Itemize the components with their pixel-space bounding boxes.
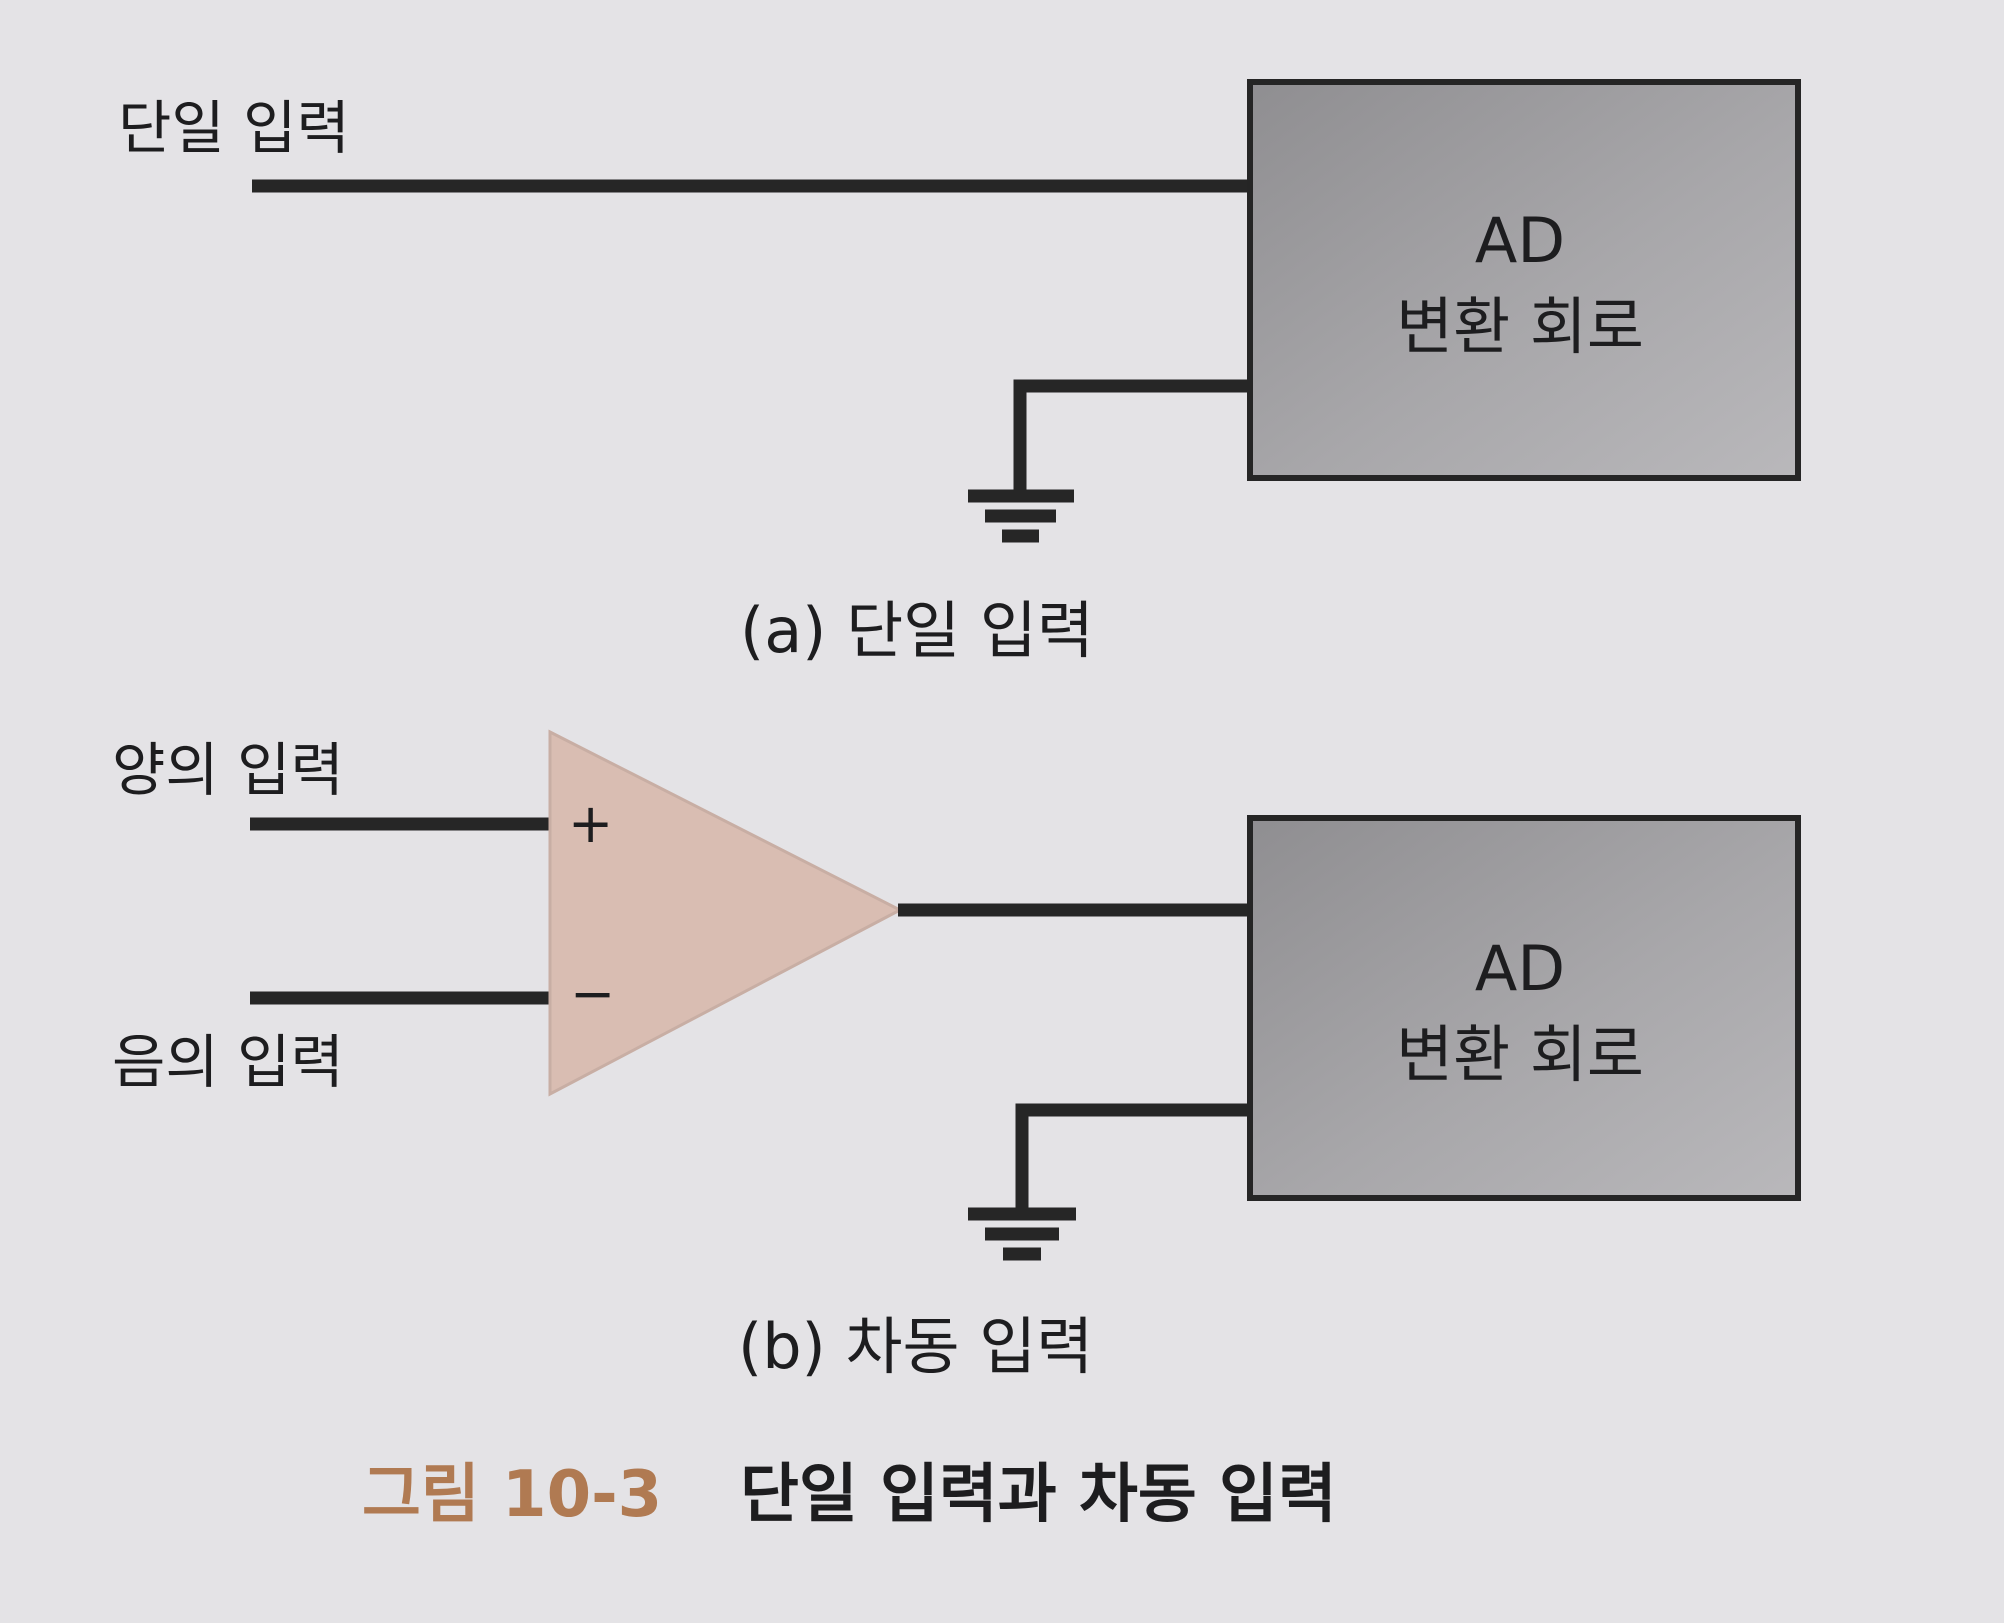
ad-converter-block-a bbox=[1247, 79, 1801, 481]
figure-number: 그림 10-3 bbox=[362, 1458, 662, 1532]
ad-converter-block-a-subtitle: 변환 회로 bbox=[1396, 290, 1644, 363]
ground-wire-b bbox=[1015, 1103, 1250, 1212]
caption-b: (b) 차동 입력 bbox=[738, 1310, 1093, 1383]
caption-a: (a) 단일 입력 bbox=[740, 594, 1094, 667]
diagram-differential-input: 양의 입력 음의 입력 + − AD 변환 회로 (b) 차동 입력 bbox=[112, 729, 1801, 1383]
ground-symbol-b bbox=[968, 1207, 1076, 1261]
ground-symbol-a bbox=[968, 489, 1074, 543]
figure-title: 단일 입력과 차동 입력 bbox=[740, 1458, 1337, 1532]
ground-wire-a bbox=[1013, 379, 1250, 494]
single-input-label: 단일 입력 bbox=[118, 94, 350, 162]
ad-converter-block-a-title: AD bbox=[1475, 204, 1565, 277]
plus-sign: + bbox=[568, 792, 613, 855]
amplifier-triangle bbox=[548, 729, 904, 1097]
diagram-single-input: 단일 입력 AD 변환 회로 (a) 단일 입력 bbox=[118, 79, 1801, 667]
positive-input-label: 양의 입력 bbox=[112, 736, 344, 804]
minus-sign: − bbox=[570, 962, 615, 1025]
ad-converter-block-b-subtitle: 변환 회로 bbox=[1396, 1018, 1644, 1091]
negative-input-label: 음의 입력 bbox=[112, 1028, 344, 1096]
ad-converter-block-b-title: AD bbox=[1475, 932, 1565, 1005]
ad-converter-block-b bbox=[1247, 815, 1801, 1201]
figure-caption: 그림 10-3 단일 입력과 차동 입력 bbox=[362, 1458, 1337, 1532]
